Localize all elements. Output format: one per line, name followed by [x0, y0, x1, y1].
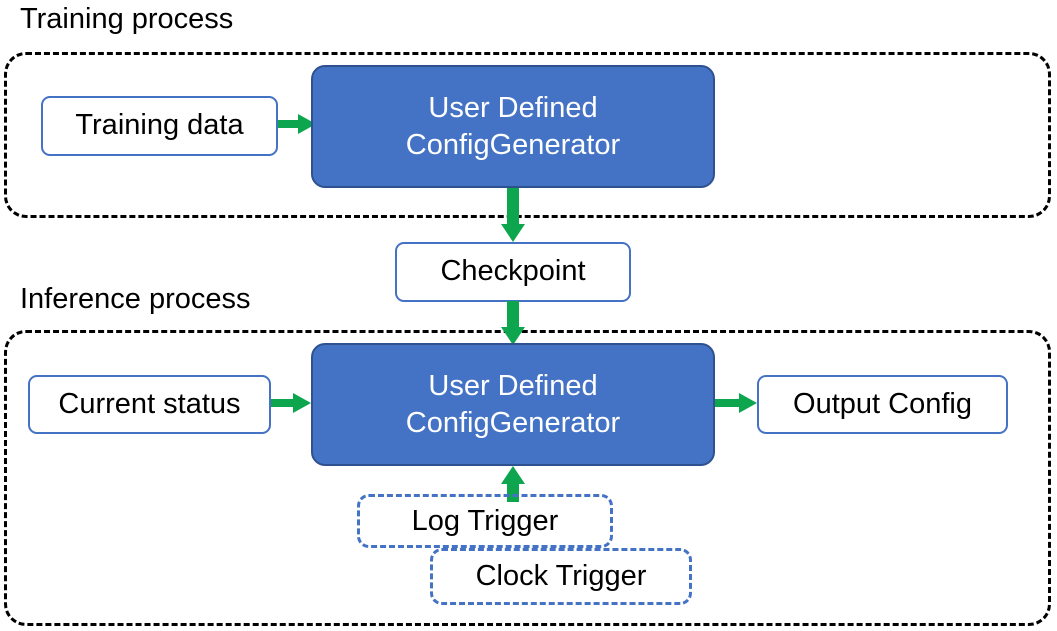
arrow-generator-to-checkpoint	[500, 186, 526, 244]
arrow-training-data-to-generator	[278, 112, 318, 136]
arrow-checkpoint-to-generator	[500, 301, 526, 346]
node-training-data[interactable]: Training data	[41, 96, 278, 156]
node-generator-inference-line2: ConfigGenerator	[405, 406, 621, 439]
inference-process-title: Inference process	[20, 283, 251, 315]
node-output-config[interactable]: Output Config	[757, 375, 1008, 434]
node-generator-inference-line1: User Defined	[428, 369, 598, 402]
node-generator-training-line1: User Defined	[428, 91, 598, 124]
node-current-status-label: Current status	[58, 387, 241, 420]
arrow-generator-to-output	[715, 391, 759, 415]
node-user-defined-configgenerator-training[interactable]: User Defined ConfigGenerator	[311, 65, 715, 188]
node-clock-trigger[interactable]: Clock Trigger	[430, 548, 692, 605]
arrow-triggers-to-generator	[500, 466, 526, 502]
node-user-defined-configgenerator-inference[interactable]: User Defined ConfigGenerator	[311, 343, 715, 466]
node-generator-training-line2: ConfigGenerator	[405, 128, 621, 161]
node-training-data-label: Training data	[75, 109, 244, 142]
node-current-status[interactable]: Current status	[28, 375, 271, 434]
node-clock-trigger-label: Clock Trigger	[475, 560, 647, 592]
node-log-trigger-label: Log Trigger	[411, 504, 559, 537]
node-checkpoint-label: Checkpoint	[440, 255, 586, 288]
node-log-trigger[interactable]: Log Trigger	[357, 494, 613, 548]
training-process-group	[4, 52, 1051, 218]
node-checkpoint[interactable]: Checkpoint	[395, 242, 631, 302]
training-process-title: Training process	[20, 3, 234, 35]
node-output-config-label: Output Config	[793, 387, 972, 420]
inference-process-group	[4, 330, 1051, 626]
arrow-status-to-generator	[271, 391, 313, 415]
